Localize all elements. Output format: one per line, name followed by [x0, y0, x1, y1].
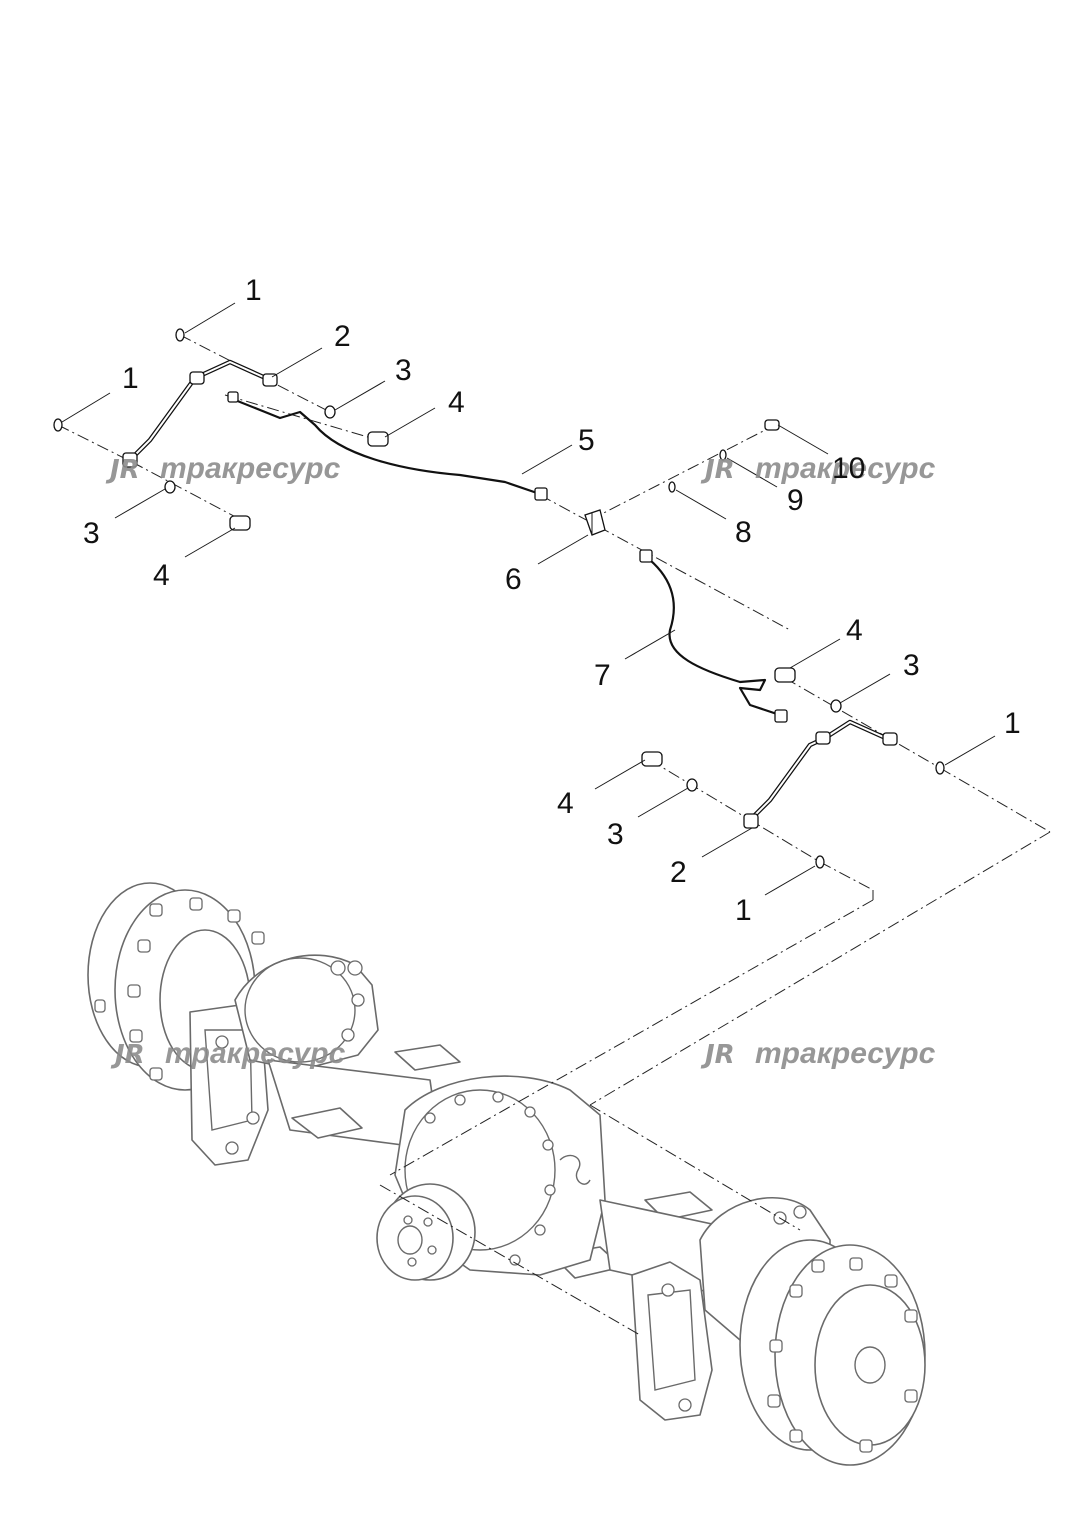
callout-3: 3 — [83, 517, 100, 550]
callout-5: 5 — [578, 424, 595, 457]
callouts: 1 1 2 3 4 5 3 4 10 9 8 6 7 4 3 1 4 3 2 1 — [83, 274, 1021, 927]
callout-10: 10 — [832, 452, 865, 485]
callout-3: 3 — [903, 649, 920, 682]
callout-1: 1 — [245, 274, 262, 307]
callout-3: 3 — [395, 354, 412, 387]
callout-1: 1 — [1004, 707, 1021, 740]
watermark-bottom-right: JR тракресурс — [700, 1037, 936, 1070]
watermark-logo: JR — [700, 1040, 735, 1070]
callout-2: 2 — [334, 320, 351, 353]
callout-4: 4 — [448, 386, 465, 419]
left-hub-bolts — [94, 897, 265, 1081]
callout-4: 4 — [557, 787, 574, 820]
watermark-top-right: JR тракресурс — [700, 452, 936, 485]
watermark-text: тракресурс — [755, 452, 936, 485]
leader-lines — [61, 302, 996, 896]
callout-2: 2 — [670, 856, 687, 889]
watermark-bottom-left: JR тракресурс — [110, 1037, 346, 1070]
watermark-logo: JR — [700, 455, 735, 485]
watermark-logo: JR — [105, 455, 140, 485]
callout-4: 4 — [153, 559, 170, 592]
diff-bolts — [424, 1091, 556, 1266]
callout-3: 3 — [607, 818, 624, 851]
right-hub-bolts — [767, 1257, 918, 1453]
watermark-top-left: JR тракресурс — [105, 452, 341, 485]
watermark-text: тракресурс — [165, 1037, 346, 1070]
callout-4: 4 — [846, 614, 863, 647]
small-parts — [53, 328, 945, 869]
callout-7: 7 — [594, 659, 611, 692]
callout-9: 9 — [787, 484, 804, 517]
callout-1: 1 — [735, 894, 752, 927]
callout-1: 1 — [122, 362, 139, 395]
watermark-text: тракресурс — [160, 452, 341, 485]
watermark-text: тракресурс — [755, 1037, 936, 1070]
axle-assembly — [87, 882, 926, 1466]
watermark-logo: JR — [110, 1040, 145, 1070]
callout-6: 6 — [505, 563, 522, 596]
callout-8: 8 — [735, 516, 752, 549]
assembly-lines — [57, 334, 1051, 1336]
